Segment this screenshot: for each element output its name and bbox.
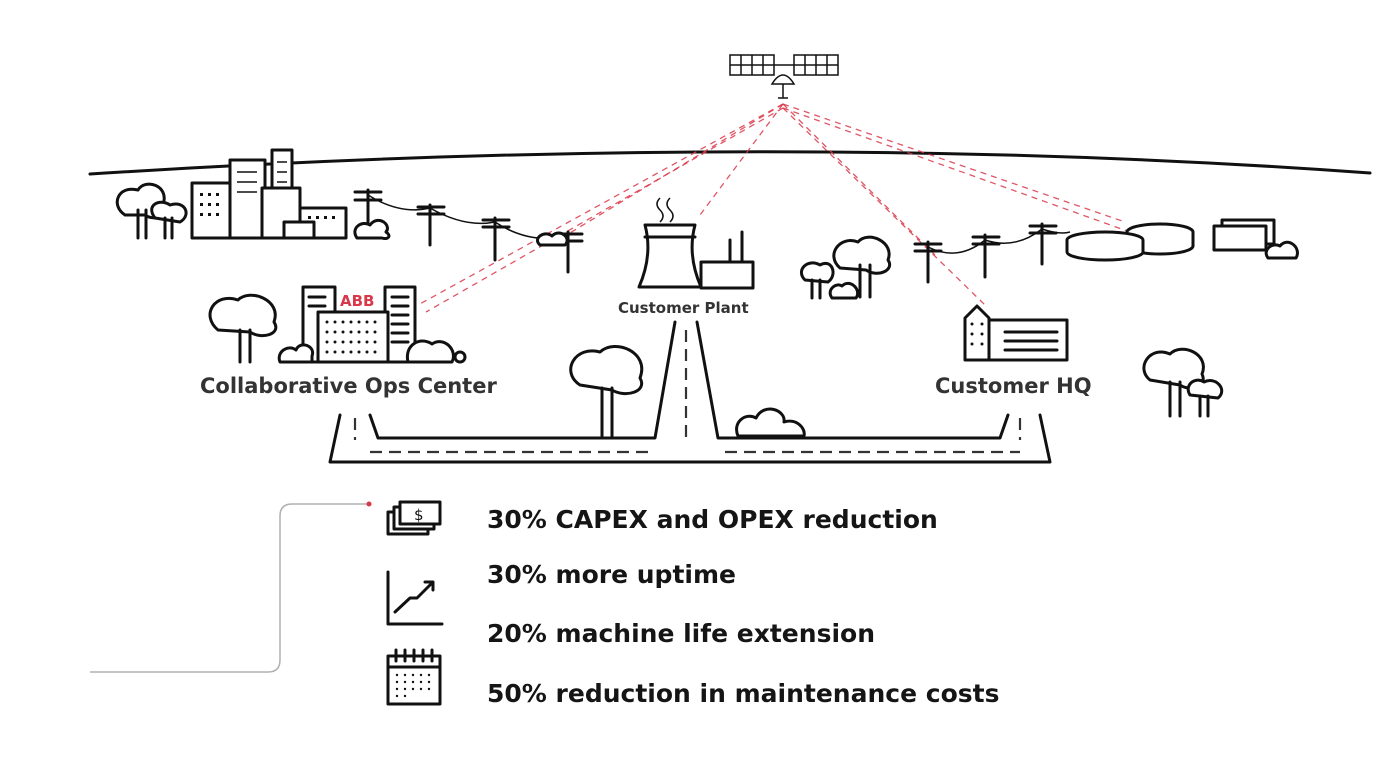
svg-text:$: $ <box>414 506 424 524</box>
signal-lines <box>417 103 1131 313</box>
satellite-icon <box>729 54 839 99</box>
connector-line <box>90 503 368 673</box>
power-lines-right <box>913 222 1071 284</box>
trees-left-icon <box>115 182 188 240</box>
road-network <box>328 320 1052 464</box>
abb-logo: ABB <box>340 292 374 310</box>
benefit-maintenance: 50% reduction in maintenance costs <box>487 679 999 708</box>
customer-hq-building-icon <box>963 304 1069 362</box>
trees-center-right-icon <box>799 235 892 300</box>
money-stack-icon: $ <box>386 500 442 536</box>
ops-center-label: Collaborative Ops Center <box>200 374 497 398</box>
city-buildings-icon <box>190 148 348 240</box>
ops-center-building-icon: ABB <box>208 285 467 364</box>
customer-hq-label: Customer HQ <box>935 374 1092 398</box>
growth-chart-icon <box>386 570 444 626</box>
benefit-life-extension: 20% machine life extension <box>487 619 875 648</box>
trees-right-icon <box>1142 347 1224 418</box>
calendar-icon <box>386 648 442 706</box>
power-lines-left <box>353 188 584 274</box>
benefit-uptime: 30% more uptime <box>487 560 736 589</box>
water-tanks-icon <box>1065 218 1299 262</box>
customer-plant-icon: Customer Plant <box>618 197 755 317</box>
connector-dot <box>366 501 372 507</box>
customer-plant-label: Customer Plant <box>618 299 749 317</box>
benefit-capex-opex: 30% CAPEX and OPEX reduction <box>487 505 938 534</box>
